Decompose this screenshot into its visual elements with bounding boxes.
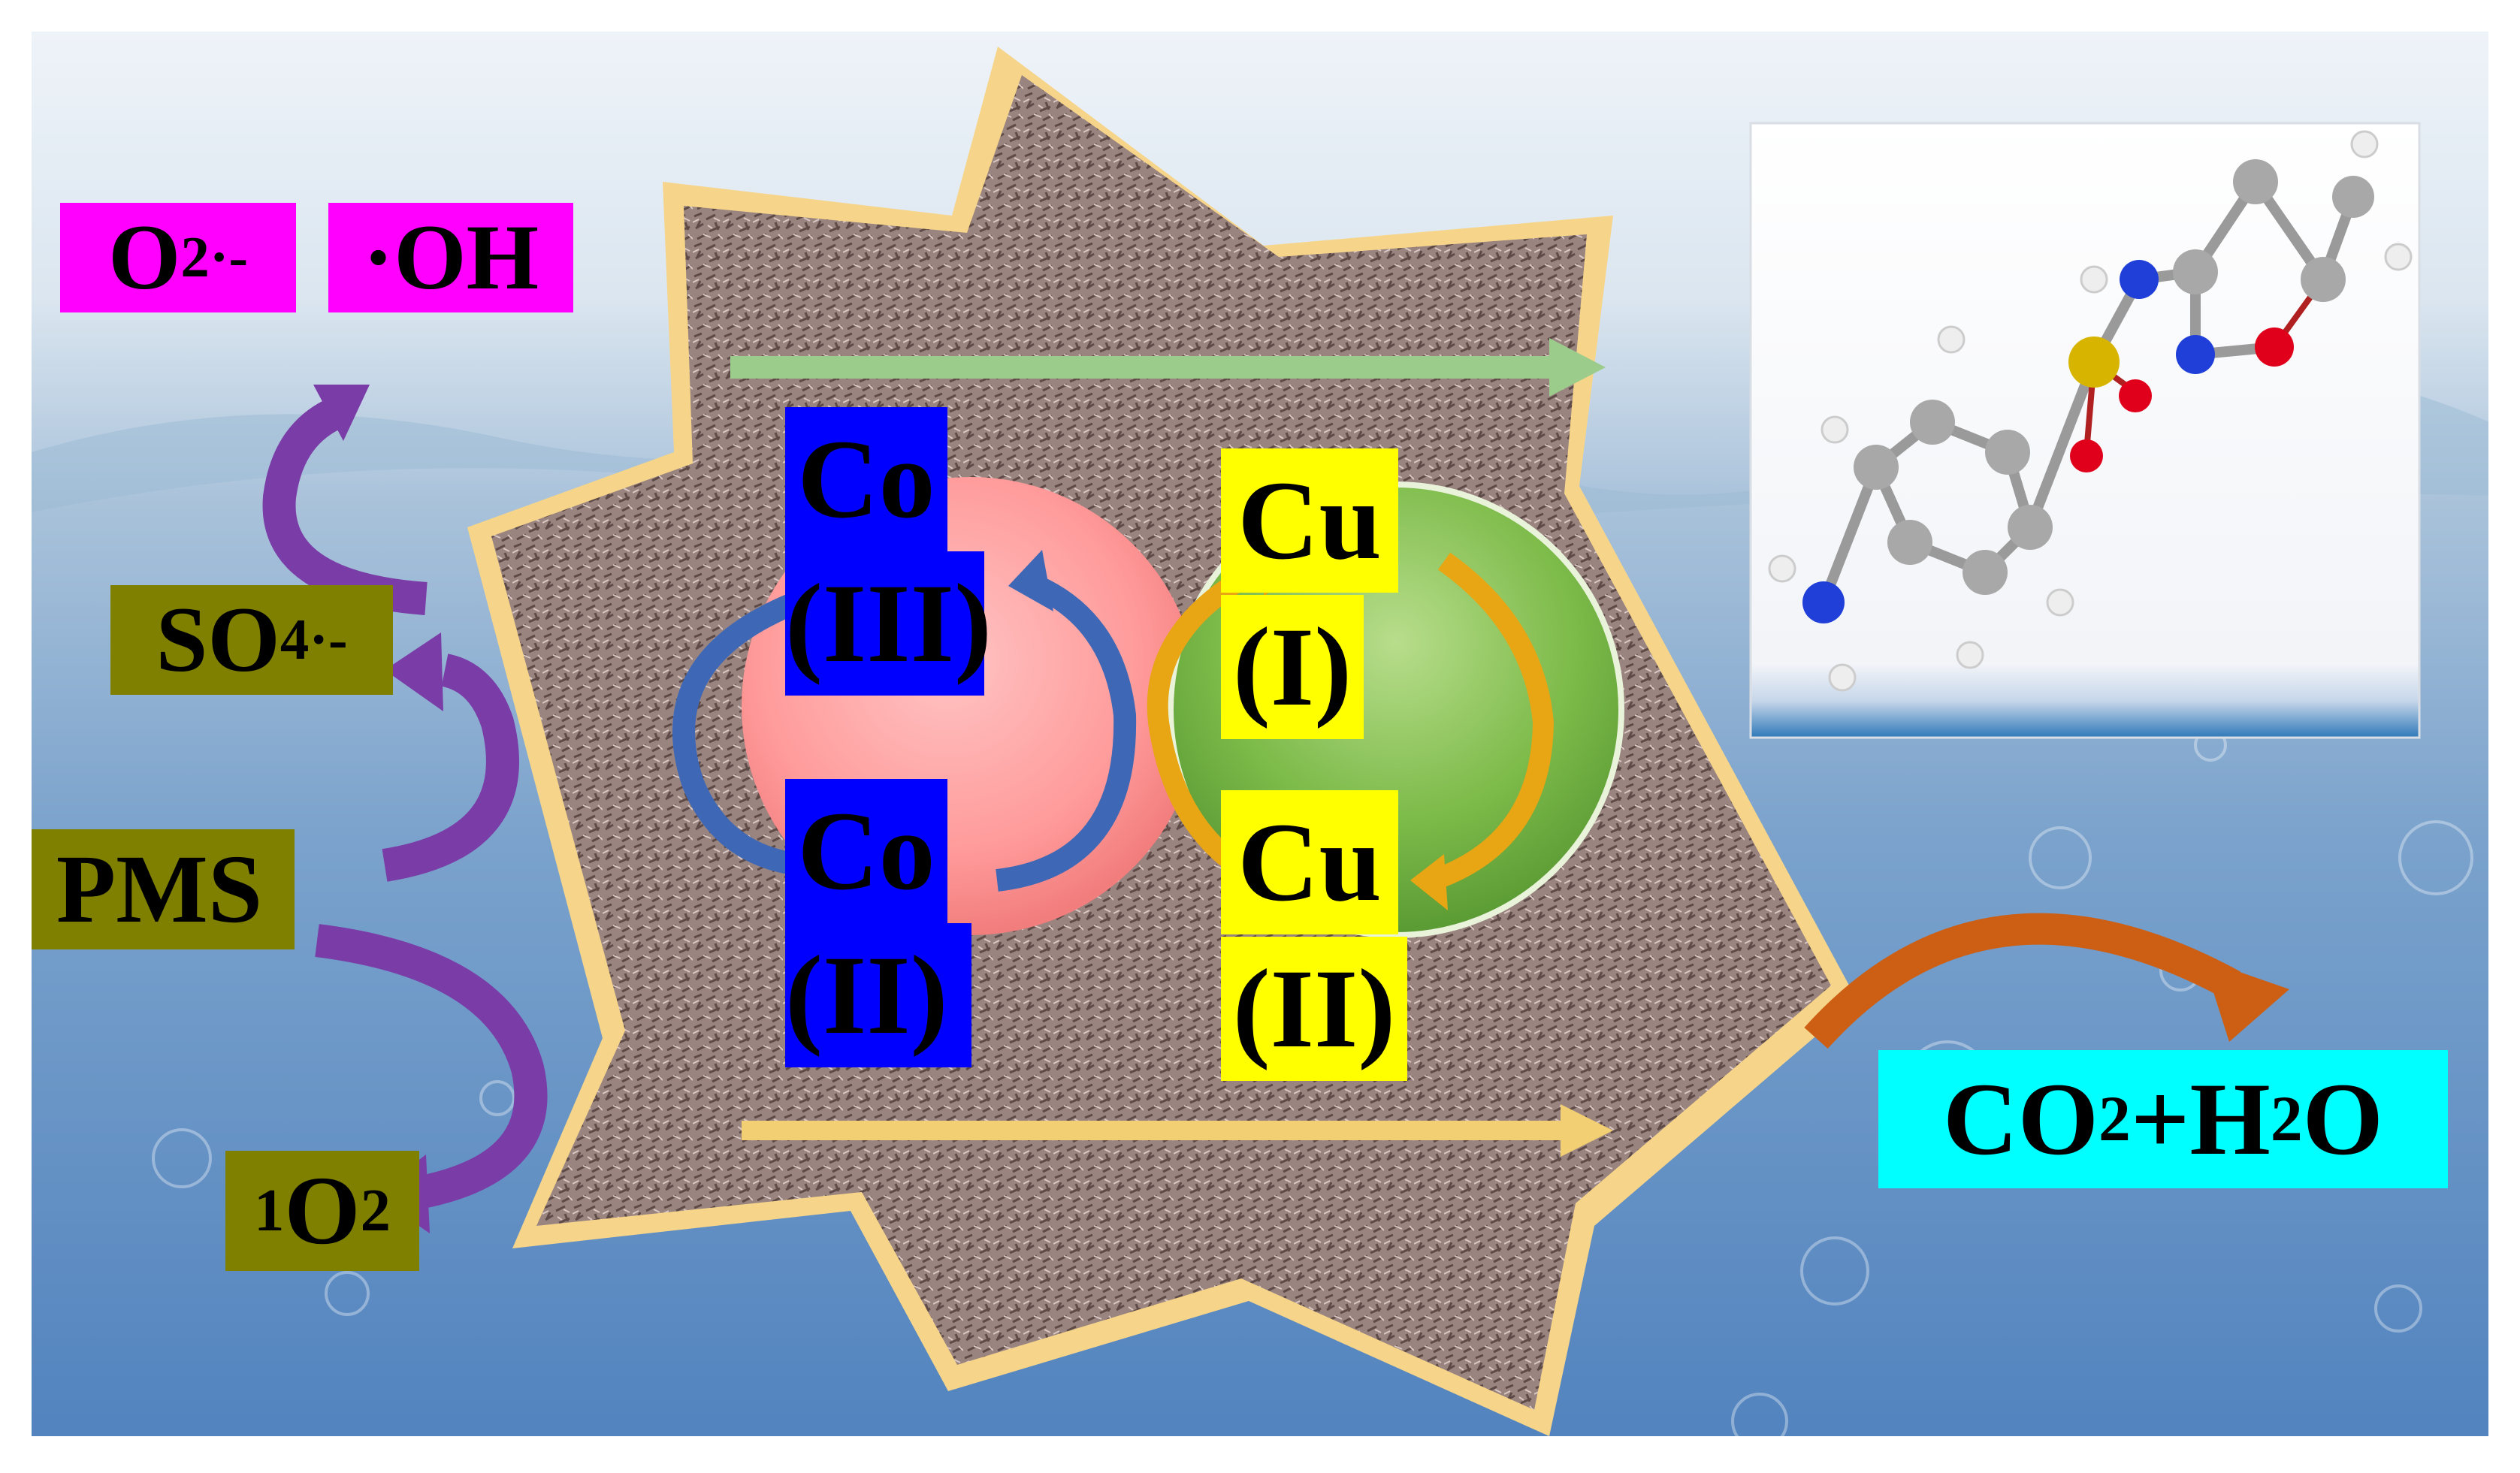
copper-i-label: Cu [1221,448,1398,593]
sulfamethoxazole-molecule [1749,122,2421,739]
hydroxyl-radical-label: ·OH [328,203,573,312]
cobalt-iii-oxidation-label: (III) [785,551,992,696]
electron-transfer-arrow-bottom [742,1104,1613,1157]
copper-ii-oxidation-label: (II) [1221,937,1407,1081]
cobalt-cycle-arrows [672,573,1137,892]
cobalt-ii-oxidation-label: (II) [785,923,971,1067]
electron-transfer-arrow-top [730,338,1606,397]
copper-cycle-arrows [1147,552,1555,891]
pms-label: PMS [32,829,295,949]
cobalt-iii-label: Co [785,407,947,551]
cobalt-ii-label: Co [785,779,947,923]
copper-ii-label: Cu [1221,790,1398,934]
copper-i-oxidation-label: (I) [1221,595,1364,739]
mineralization-arrow [1804,913,2289,1049]
